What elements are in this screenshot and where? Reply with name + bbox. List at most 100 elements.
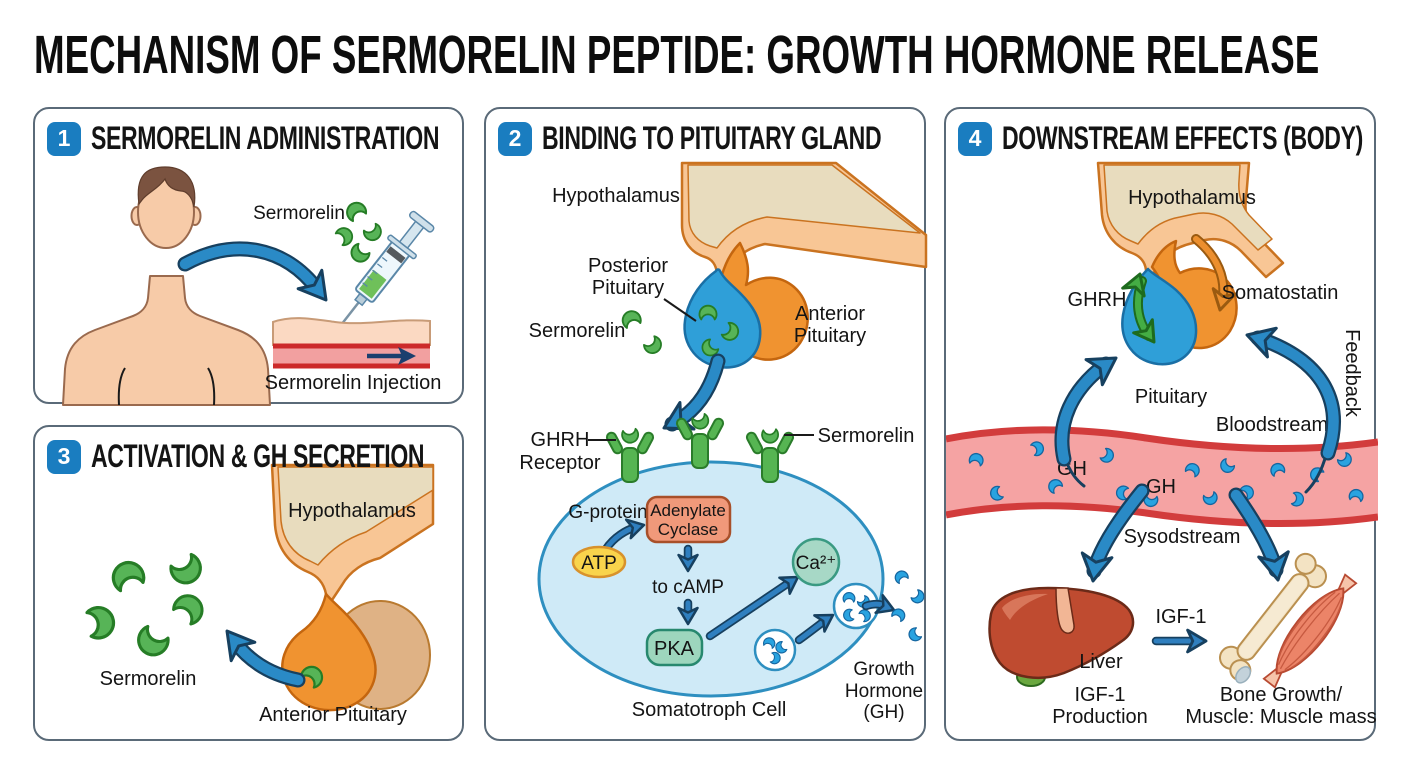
ghrh-arrow [1121,268,1165,351]
pituitary-figure: Posterior Pituitary Anterior Pituitary [588,241,866,369]
panel4-art: Hypothalamus Pituitary GHRH Somatostatin [946,161,1378,728]
panel2-header: 2 BINDING TO PITUITARY GLAND [498,120,1013,157]
pka-to-ca-arrow [705,567,805,641]
gh-molecules-released [890,568,928,644]
calcium-label: Ca²⁺ [796,553,837,574]
panel3-title: ACTIVATION & GH SECRETION [91,438,425,474]
anterior-pituitary-label: Anterior Pituitary [259,704,407,726]
igf1-arrow [1151,628,1208,654]
hypothalamus-figure: Hypothalamus [1096,161,1285,283]
posterior-pointer-line [663,298,697,322]
sysodstream-label: Sysodstream [1124,526,1241,548]
injection-label: Sermorelin Injection [265,372,442,394]
panel-activation-gh-secretion: 3 ACTIVATION & GH SECRETION Hypothalamus… [33,425,464,741]
pka-box [645,628,704,667]
liver-label: Liver [1079,651,1123,673]
somatotroph-cell-label: Somatotroph Cell [632,699,787,721]
adenylate-label-2: Cyclase [658,520,718,539]
adenylate-cyclase-box [645,495,732,544]
ghrh-label: GHRH [1068,289,1127,311]
panel-downstream-effects: 4 DOWNSTREAM EFFECTS (BODY) Hypothalamus… [944,107,1378,741]
atp-to-cyclase-arrow [601,514,648,554]
pituitary-label: Pituitary [1135,386,1207,408]
step-1-badge: 1 [47,121,81,156]
igf1-label: IGF-1 [1155,606,1206,628]
panel1-art: Sermorelin [62,166,442,406]
panel4-title: DOWNSTREAM EFFECTS (BODY) [1002,120,1363,156]
bone-growth-label-1: Bone Growth/ [1220,684,1343,706]
ghrh-receptor-label-2: Receptor [519,452,600,474]
camp-to-pka-arrow [677,598,699,626]
bone-growth-label-2: Muscle: Muscle mass [1185,706,1376,728]
panel-sermorelin-administration: 1 SERMORELIN ADMINISTRATION Sermorelin [33,107,464,406]
vesicle-1 [753,628,797,672]
g-protein-label: G-protein [568,502,647,523]
syringe-icon [333,210,435,335]
panel-binding-pituitary: 2 BINDING TO PITUITARY GLAND Hypothalamu… [484,107,928,741]
igf1-production-label-2: Production [1052,706,1148,728]
gh-to-liver-arrow [1076,483,1150,585]
somatostatin-label: Somatostatin [1222,282,1339,304]
to-camp-label: to cAMP [652,577,724,598]
panel4-header: 4 DOWNSTREAM EFFECTS (BODY) [958,120,1408,157]
hypothalamus-label: Hypothalamus [1128,187,1256,209]
panel3-header: 3 ACTIVATION & GH SECRETION [47,438,554,475]
feedback-arrow [1241,319,1341,494]
hypothalamus-label: Hypothalamus [552,185,680,207]
hypothalamus-label: Hypothalamus [288,500,416,522]
hair [137,166,196,208]
somatotroph-cell-figure: GHRH Receptor Sermorelin G-protein Adeny… [519,412,928,723]
sermorelin-bound-label: Sermorelin [818,425,915,447]
panel1-header: 1 SERMORELIN ADMINISTRATION [47,120,574,157]
hypothalamus-figure: Hypothalamus [270,463,435,608]
sermorelin-molecules: Sermorelin [84,551,210,690]
anterior-pituitary-label-2: Pituitary [794,325,866,347]
blood-vessel-figure: GH GH [946,426,1378,527]
growth-hormone-label-3: (GH) [863,702,904,723]
panel1-title: SERMORELIN ADMINISTRATION [91,120,440,156]
step-4-badge: 4 [958,121,992,156]
bone-icon [1218,552,1328,684]
sermorelin-label: Sermorelin [529,320,626,342]
vesicle-arrow [794,605,840,645]
adenylate-label-1: Adenylate [650,501,726,520]
panel2-art: Hypothalamus Posterior Pituitary Anterio… [519,161,928,723]
step-3-badge: 3 [47,439,81,474]
vesicle-2-exocytosis [832,582,899,630]
pka-label: PKA [654,638,695,660]
injection-arrow [177,241,340,311]
gh-to-bone-arrow [1228,487,1295,585]
growth-hormone-label-2: Hormone [845,681,923,702]
atp-label: ATP [581,553,617,574]
bloodflow-arrow [367,347,416,365]
feedback-label: Feedback [1341,329,1363,418]
gh-label-right: GH [1146,476,1176,498]
bloodstream-label: Bloodstream [1216,414,1328,436]
posterior-pituitary-label-2: Pituitary [592,277,664,299]
anterior-pituitary-label-1: Anterior [795,303,865,325]
igf1-production-label-1: IGF-1 [1074,684,1125,706]
panel2-title: BINDING TO PITUITARY GLAND [542,120,882,156]
panel3-art: Hypothalamus Anterior Pituitary Sermorel… [84,463,435,726]
human-figure [62,166,271,406]
secretion-arrow [213,620,306,688]
calcium-circle [791,537,841,587]
step-2-badge: 2 [498,121,532,156]
cyclase-to-camp-arrow [677,544,699,573]
skin-cross-section: Sermorelin Injection [265,317,442,394]
liver-icon [988,586,1135,687]
sermorelin-molecules: Sermorelin [253,198,385,267]
posterior-pituitary-label-1: Posterior [588,255,668,277]
somatostatin-arrow [1191,234,1237,315]
sermorelin-label: Sermorelin [253,203,345,224]
muscle-icon [1262,573,1358,689]
page-title: MECHANISM OF SERMORELIN PEPTIDE: GROWTH … [34,25,1320,85]
atp-ellipse [571,545,627,579]
gh-to-pituitary-arrow [1054,343,1126,488]
ghrh-receptor-label-1: GHRH [531,429,590,451]
pituitary-figure: Anterior Pituitary [259,592,431,726]
hypothalamus-figure: Hypothalamus [552,161,928,286]
growth-hormone-label-1: Growth [853,659,914,680]
sermorelin-label: Sermorelin [100,668,197,690]
